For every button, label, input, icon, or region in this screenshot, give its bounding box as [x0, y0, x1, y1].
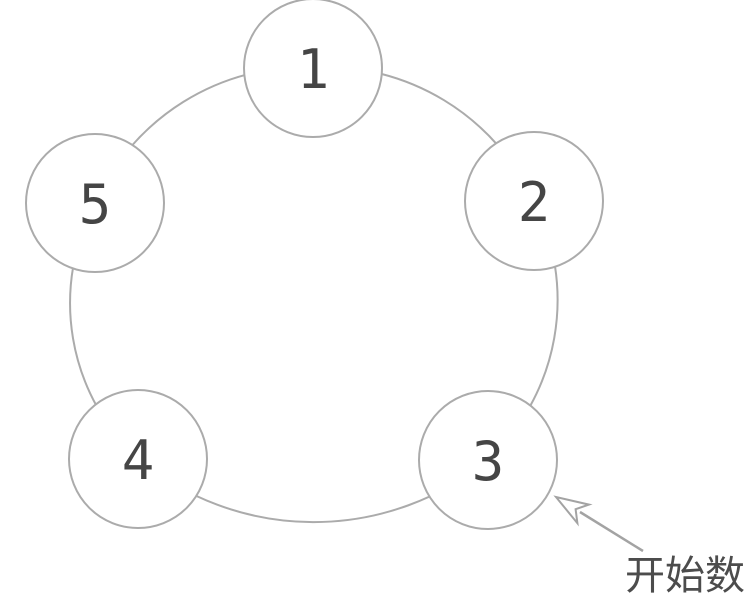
node-circle-5: [25, 133, 165, 273]
node-circle-2: [464, 131, 604, 271]
node-3: 3: [418, 390, 558, 530]
arrow-line: [579, 510, 644, 553]
annotation-arrow: [553, 495, 644, 553]
node-label-2: 2: [518, 171, 551, 234]
node-circle-1: [243, 0, 383, 138]
node-label-5: 5: [79, 173, 112, 236]
node-4: 4: [68, 389, 208, 529]
node-1: 1: [243, 0, 383, 138]
node-label-1: 1: [297, 38, 330, 101]
node-label-4: 4: [122, 429, 155, 492]
node-label-3: 3: [472, 430, 505, 493]
node-5: 5: [25, 133, 165, 273]
arrowhead-icon: [553, 495, 593, 527]
node-circle-3: [418, 390, 558, 530]
annotation-label: 开始数: [625, 553, 745, 599]
node-2: 2: [464, 131, 604, 271]
node-circle-4: [68, 389, 208, 529]
